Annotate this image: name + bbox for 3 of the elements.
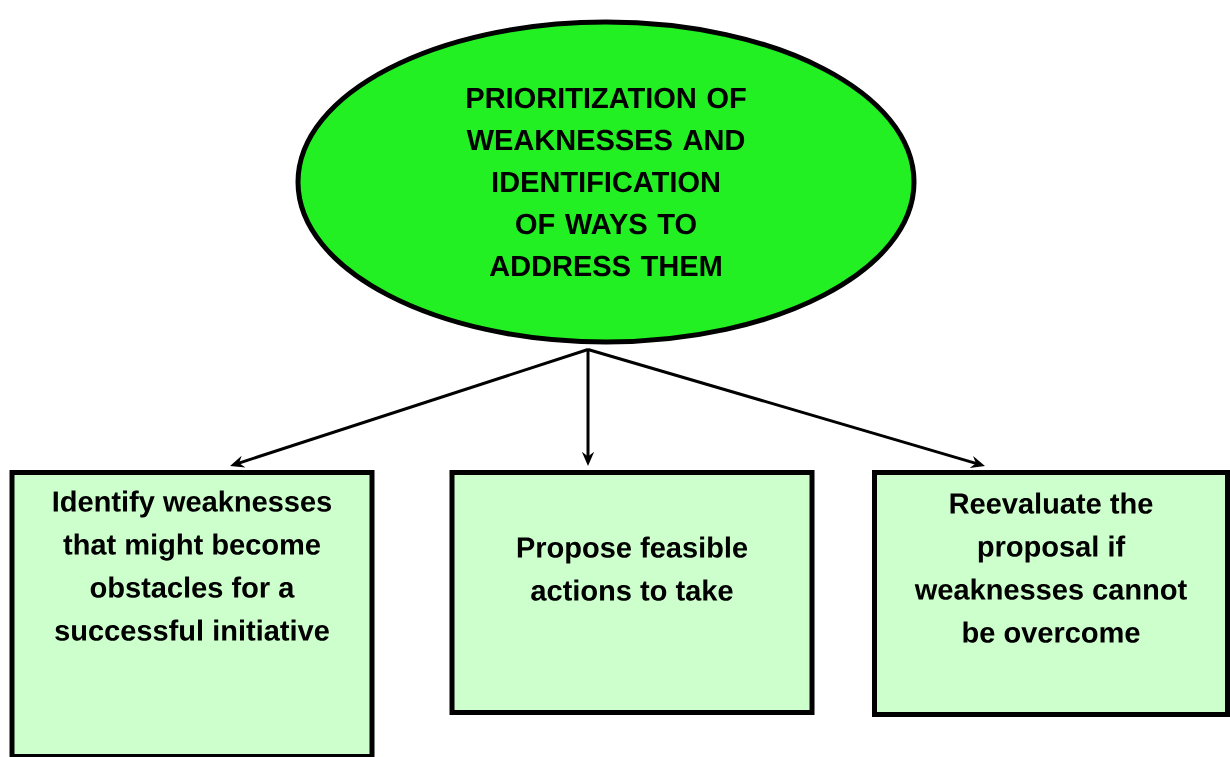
step-box: Identify weaknesses that might become obstacles for a successful initiative — [9, 470, 375, 757]
step-box: Propose feasible actions to take — [449, 470, 815, 715]
step-box: Reevaluate the proposal if weaknesses cannot be overcome — [872, 470, 1230, 717]
